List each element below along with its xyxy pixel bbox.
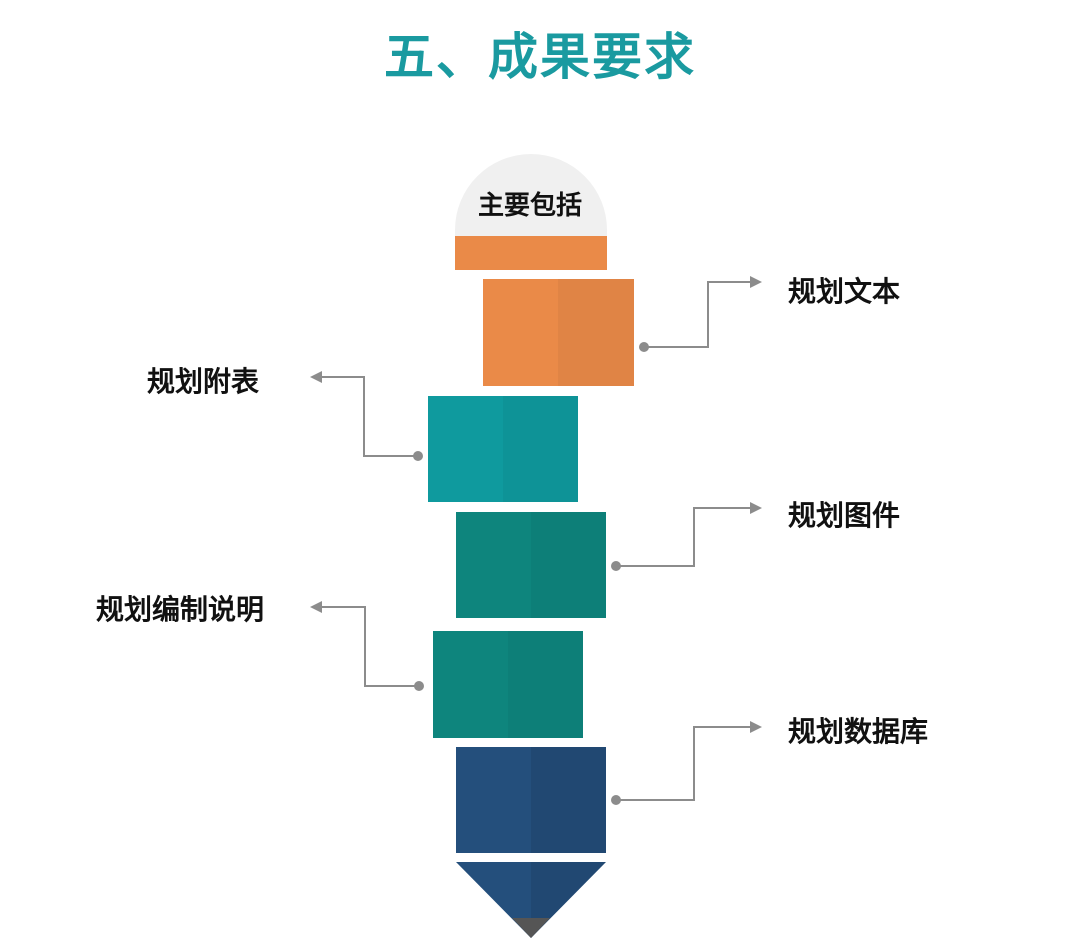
connector-3 (611, 502, 762, 571)
item-label-planning-database: 规划数据库 (788, 715, 929, 748)
pencil-segment-5 (456, 747, 606, 853)
pencil-ferrule (455, 236, 607, 270)
pencil-segment-3 (456, 512, 606, 618)
connector-4 (310, 601, 424, 691)
connector-2 (310, 371, 423, 461)
pencil-tip (456, 862, 606, 938)
pencil-segment-1-shade (558, 279, 634, 386)
pencil-tip-shade (531, 862, 606, 938)
page-title: 五、成果要求 (384, 28, 696, 86)
item-label-planning-tables: 规划附表 (147, 365, 260, 398)
connector-1 (639, 276, 762, 352)
pencil-segment-4-shade (508, 631, 583, 738)
item-label-planning-maps: 规划图件 (788, 499, 901, 532)
pencil-tip-point (512, 918, 550, 938)
pencil-segment-2 (428, 396, 578, 502)
connector-5 (611, 721, 762, 805)
pencil-cap-label: 主要包括 (477, 191, 582, 221)
pencil-segment-2-shade (503, 396, 578, 502)
pencil-segment-1 (483, 279, 634, 386)
item-label-planning-explanation: 规划编制说明 (96, 593, 265, 626)
pencil-eraser-cap (455, 154, 607, 236)
connector-4-line (310, 601, 419, 687)
connector-5-line (616, 721, 762, 801)
connector-2-line (310, 371, 418, 457)
connector-3-line (616, 502, 762, 567)
connector-1-line (644, 276, 762, 348)
pencil-segment-3-shade (531, 512, 606, 618)
pencil-segment-5-shade (531, 747, 606, 853)
pencil-segment-4 (433, 631, 583, 738)
item-label-planning-text: 规划文本 (788, 275, 901, 308)
